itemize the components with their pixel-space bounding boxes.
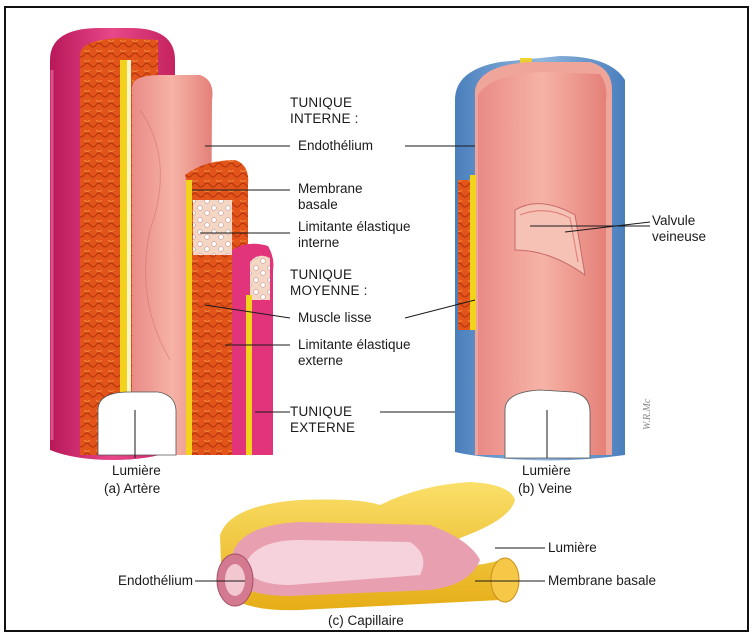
label-limitante-externe: Limitante élastique externe <box>298 337 411 369</box>
label-tunique-externe: TUNIQUE EXTERNE <box>290 404 355 436</box>
label-tunique-moyenne-line1: TUNIQUE <box>290 267 368 283</box>
caption-capillaire: (c) Capillaire <box>328 613 404 629</box>
vein-illustration: W.R.Mc <box>455 56 653 460</box>
label-tunique-externe-line1: TUNIQUE <box>290 404 355 420</box>
label-tunique-moyenne: TUNIQUE MOYENNE : <box>290 267 368 299</box>
label-tunique-interne-line1: TUNIQUE <box>290 95 359 111</box>
label-limitante-interne-line1: Limitante élastique <box>298 219 411 235</box>
label-tunique-externe-line2: EXTERNE <box>290 420 355 436</box>
label-tunique-interne: TUNIQUE INTERNE : <box>290 95 359 127</box>
label-lumiere-artere: Lumière <box>112 463 161 479</box>
label-membrane-basale-capillaire: Membrane basale <box>548 573 656 589</box>
label-endothelium: Endothélium <box>298 138 373 154</box>
label-endothelium-capillaire: Endothélium <box>118 573 193 589</box>
label-muscle-lisse: Muscle lisse <box>298 310 372 326</box>
label-membrane-basale-line2: basale <box>298 197 363 213</box>
label-tunique-moyenne-line2: MOYENNE : <box>290 283 368 299</box>
label-limitante-externe-line2: externe <box>298 353 411 369</box>
label-valvule-line2: veineuse <box>652 229 706 245</box>
label-valvule-line1: Valvule <box>652 213 706 229</box>
label-membrane-basale: Membrane basale <box>298 181 363 213</box>
label-limitante-interne: Limitante élastique interne <box>298 219 411 251</box>
label-limitante-externe-line1: Limitante élastique <box>298 337 411 353</box>
label-lumiere-capillaire: Lumière <box>548 540 597 556</box>
caption-artere: (a) Artère <box>104 481 160 497</box>
label-limitante-interne-line2: interne <box>298 235 411 251</box>
artery-illustration <box>50 28 273 460</box>
caption-veine: (b) Veine <box>518 481 572 497</box>
label-valvule-veineuse: Valvule veineuse <box>652 213 706 245</box>
capillary-illustration <box>217 482 519 610</box>
label-tunique-interne-line2: INTERNE : <box>290 111 359 127</box>
label-membrane-basale-line1: Membrane <box>298 181 363 197</box>
label-lumiere-veine: Lumière <box>522 463 571 479</box>
svg-text:W.R.Mc: W.R.Mc <box>642 398 653 430</box>
